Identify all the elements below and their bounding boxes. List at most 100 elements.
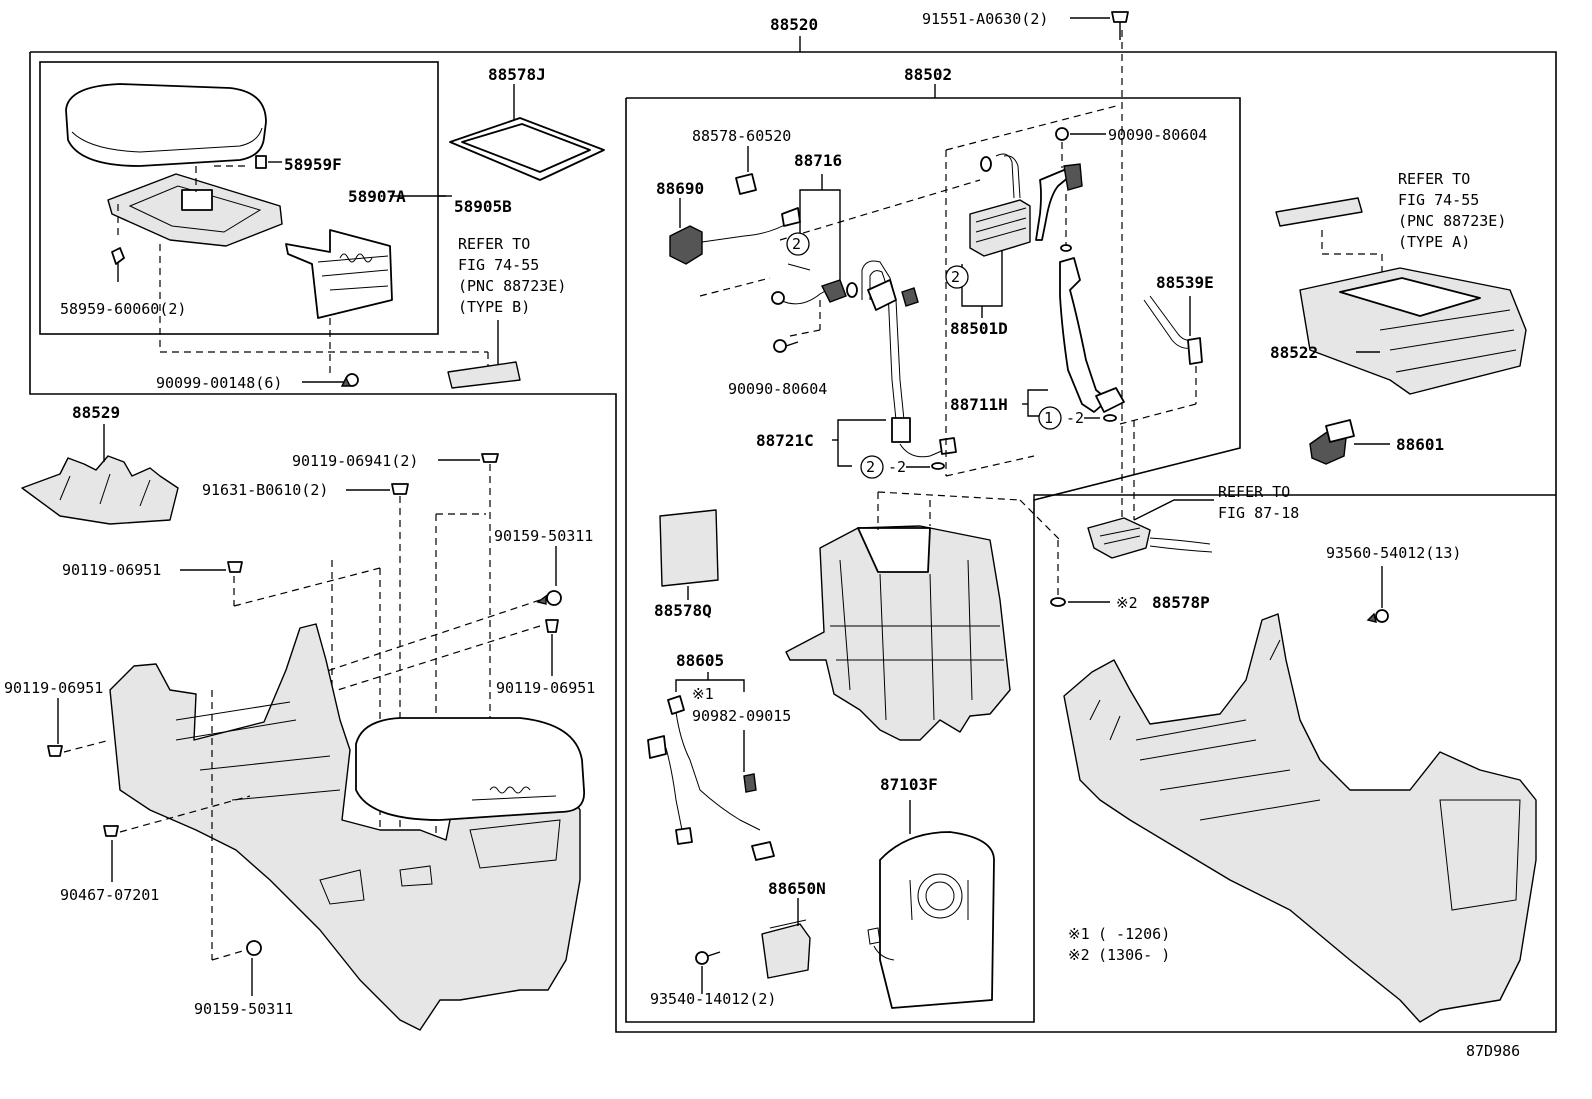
unit-87103F [867, 800, 995, 1009]
refer-b-line-2: FIG 74-55 [458, 256, 539, 274]
label-88529: 88529 [72, 403, 120, 422]
callout-2-b: 2 [945, 265, 969, 289]
label-58907A: 58907A [348, 187, 406, 206]
refer-b-line-1: REFER TO [458, 235, 530, 253]
label-90090-80604-a: 90090-80604 [728, 380, 827, 398]
label-90090-80604-b: 90090-80604 [1108, 126, 1207, 144]
label-88605: 88605 [676, 651, 724, 670]
refer-a-plate [1275, 197, 1383, 276]
label-88716: 88716 [794, 151, 842, 170]
label-91551-A0630: 91551-A0630(2) [922, 10, 1048, 28]
refer-a-line-1: REFER TO [1398, 170, 1470, 188]
refer-note-fig-87-18: REFER TO FIG 87-18 [1218, 483, 1299, 522]
boundary-boxes [29, 36, 1557, 1033]
label-88578Q: 88578Q [654, 601, 712, 620]
footnotes: ※1 ( -1206) ※2 (1306- ) [1068, 925, 1170, 964]
hose-88539E [1119, 295, 1203, 425]
screw-90119-06951-c [47, 698, 111, 757]
cap-88578-60520 [735, 146, 757, 195]
label-90159-50311-a: 90159-50311 [494, 527, 593, 545]
label-88711H: 88711H [950, 395, 1008, 414]
label-93540-14012: 93540-14012(2) [650, 990, 776, 1008]
screw-90099-00148 [302, 373, 359, 387]
screw-90159-50311-a [299, 546, 562, 681]
console-body-right [1063, 613, 1537, 1023]
footnote-2-range: (1306- ) [1098, 946, 1170, 964]
label-58905B: 58905B [454, 197, 512, 216]
label-90467-07201: 90467-07201 [60, 886, 159, 904]
console-box-88502 [785, 491, 1061, 741]
bracket-88716 [771, 174, 858, 305]
refer-87-line-1: REFER TO [1218, 483, 1290, 501]
mark-1-harness: ※1 [692, 685, 714, 703]
callout-2-a: 2 [786, 232, 810, 256]
refer-b-line-3: (PNC 88723E) [458, 277, 566, 295]
label-58959-60060: 58959-60060(2) [60, 300, 186, 318]
switch-88690 [669, 198, 801, 297]
refer-b-line-4: (TYPE B) [458, 298, 530, 316]
footnote-1-mark: ※1 [1068, 925, 1090, 943]
module-88650N [761, 898, 811, 979]
label-88650N: 88650N [768, 879, 826, 898]
screw-90119-06951-a [180, 561, 381, 607]
callout-2-a-text: 2 [792, 235, 801, 253]
callout-1-text: 1 [1044, 409, 1053, 427]
refer-a-line-3: (PNC 88723E) [1398, 212, 1506, 230]
switch-88601 [1309, 419, 1390, 465]
diagram-id: 87D986 [1466, 1042, 1520, 1060]
label-88578P: 88578P [1152, 593, 1210, 612]
callout-2-b-text: 2 [951, 268, 960, 286]
label-90119-06951-b: 90119-06951 [496, 679, 595, 697]
screw-90119-06951-b [305, 619, 559, 701]
label-88690: 88690 [656, 179, 704, 198]
part-labels: 88520 91551-A0630(2) 88578J 58959F 58907… [4, 10, 1461, 1018]
label-88578J: 88578J [488, 65, 546, 84]
clip-58959F [255, 155, 282, 169]
label-88721C: 88721C [756, 431, 814, 450]
callout-2-c-qty: -2 [888, 458, 906, 476]
label-93560-54012: 93560-54012(13) [1326, 544, 1461, 562]
panel-88522 [1299, 267, 1527, 395]
cable-88721C [832, 260, 957, 470]
footnote-1-range: ( -1206) [1098, 925, 1170, 943]
mark-2-washer: ※2 [1116, 594, 1138, 612]
refer-87-line-2: FIG 87-18 [1218, 504, 1299, 522]
footnote-2-mark: ※2 [1068, 946, 1090, 964]
callout-1: 1 -2 [1038, 406, 1100, 430]
screw-93560-54012 [1366, 566, 1389, 623]
screw-58959-60060 [111, 247, 125, 282]
console-body-left [109, 623, 585, 1031]
bracket-88501D [961, 153, 1031, 318]
label-88522: 88522 [1270, 343, 1318, 362]
screw-93540-14012 [695, 951, 721, 994]
label-88502: 88502 [904, 65, 952, 84]
label-90119-06951-c: 90119-06951 [4, 679, 103, 697]
hose-88711H [1022, 163, 1125, 422]
refer-b-plate [447, 320, 521, 389]
pad-88578Q [659, 509, 719, 600]
refer-note-type-b: REFER TO FIG 74-55 (PNC 88723E) (TYPE B) [458, 235, 566, 316]
refer-a-line-2: FIG 74-55 [1398, 191, 1479, 209]
washer-88578P [1050, 540, 1110, 607]
label-87103F: 87103F [880, 775, 938, 794]
gasket-88578J [449, 84, 605, 181]
label-90119-06951-a: 90119-06951 [62, 561, 161, 579]
label-90119-06941: 90119-06941(2) [292, 452, 418, 470]
hinge-part-58907A [285, 229, 393, 319]
armrest-base-bracket-part [107, 165, 283, 247]
label-88539E: 88539E [1156, 273, 1214, 292]
screw-91551-A0630 [1070, 11, 1129, 40]
label-90099-00148: 90099-00148(6) [156, 374, 282, 392]
callout-2-c: 2 -2 [860, 455, 930, 479]
label-88520: 88520 [770, 15, 818, 34]
armrest-lid-part [65, 83, 267, 167]
label-88578-60520: 88578-60520 [692, 127, 791, 145]
harness-88605 [647, 672, 775, 861]
screw-90159-50311-b [211, 690, 262, 996]
holder-88529 [21, 424, 179, 525]
refer-note-type-a: REFER TO FIG 74-55 (PNC 88723E) (TYPE A) [1398, 170, 1506, 251]
label-88601: 88601 [1396, 435, 1444, 454]
callout-2-c-text: 2 [866, 458, 875, 476]
refer-a-line-4: (TYPE A) [1398, 233, 1470, 251]
